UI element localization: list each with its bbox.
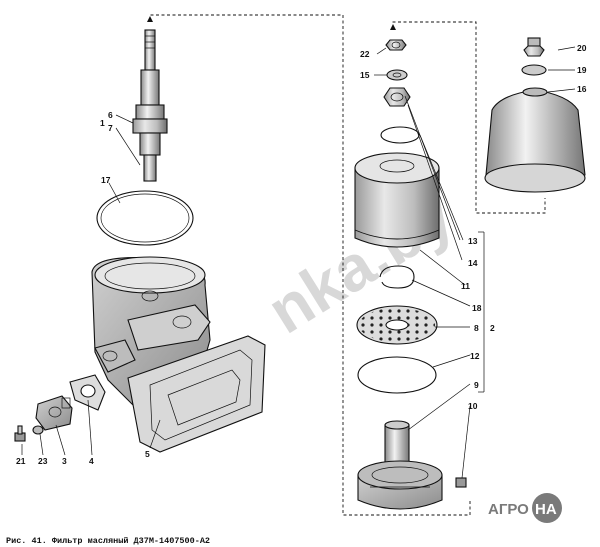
leader-lines [21, 46, 576, 479]
assembly-dashed-line-top [392, 21, 546, 214]
base-9 [357, 420, 443, 510]
label-12: 12 [470, 351, 480, 361]
cover-3 [35, 395, 73, 431]
figure-caption: Рис. 41. Фильтр масляный Д37М-1407500-А2 [6, 536, 210, 546]
logo-text-right: НА [535, 501, 557, 518]
label-7: 7 [108, 123, 113, 133]
label-15: 15 [360, 70, 370, 80]
retaining-ring-18 [379, 265, 415, 289]
arrow-head [147, 16, 153, 22]
seal-ring-12 [357, 356, 437, 394]
label-22: 22 [360, 49, 370, 59]
perforated-disk-8 [356, 305, 438, 345]
part-labels: 1 6 7 17 22 15 13 14 11 18 8 2 12 9 10 2… [16, 43, 587, 466]
washer-23 [32, 425, 44, 435]
seal-ring-17-inner [100, 193, 190, 243]
housing-body-5 [91, 256, 266, 453]
label-17: 17 [101, 175, 111, 185]
label-20: 20 [577, 43, 587, 53]
label-6: 6 [108, 110, 113, 120]
washer-15-hole [392, 72, 402, 78]
logo-badge [532, 493, 562, 523]
washer-19 [521, 64, 547, 76]
label-10: 10 [468, 401, 478, 411]
gasket-4 [69, 374, 106, 411]
label-11: 11 [461, 281, 470, 291]
label-16: 16 [577, 84, 587, 94]
logo-text-left: АГРО [488, 501, 529, 518]
label-5: 5 [145, 449, 150, 459]
seal-13 [380, 126, 420, 144]
label-4: 4 [89, 456, 94, 466]
label-2: 2 [490, 323, 495, 333]
label-8: 8 [474, 323, 479, 333]
label-9: 9 [474, 380, 479, 390]
label-21: 21 [16, 456, 26, 466]
filter-element-11 [354, 152, 440, 248]
seal-ring-17 [96, 190, 194, 246]
valve-rod-part [132, 29, 168, 182]
agro-logo: АГРО НА [488, 493, 562, 523]
label-18: 18 [472, 303, 482, 313]
label-19: 19 [577, 65, 587, 75]
fitting-14 [383, 87, 411, 107]
label-14: 14 [468, 258, 478, 268]
label-13: 13 [468, 236, 478, 246]
label-3: 3 [62, 456, 67, 466]
nut-20 [523, 37, 545, 57]
arrow-head [390, 24, 396, 30]
assembly-dashed-line [149, 14, 471, 516]
plug-10 [455, 477, 467, 488]
cap-16 [484, 87, 586, 193]
nut-22 [385, 39, 407, 51]
label-1: 1 [100, 118, 105, 128]
washer-15 [386, 69, 408, 81]
bolt-21 [14, 425, 26, 442]
label-23: 23 [38, 456, 48, 466]
